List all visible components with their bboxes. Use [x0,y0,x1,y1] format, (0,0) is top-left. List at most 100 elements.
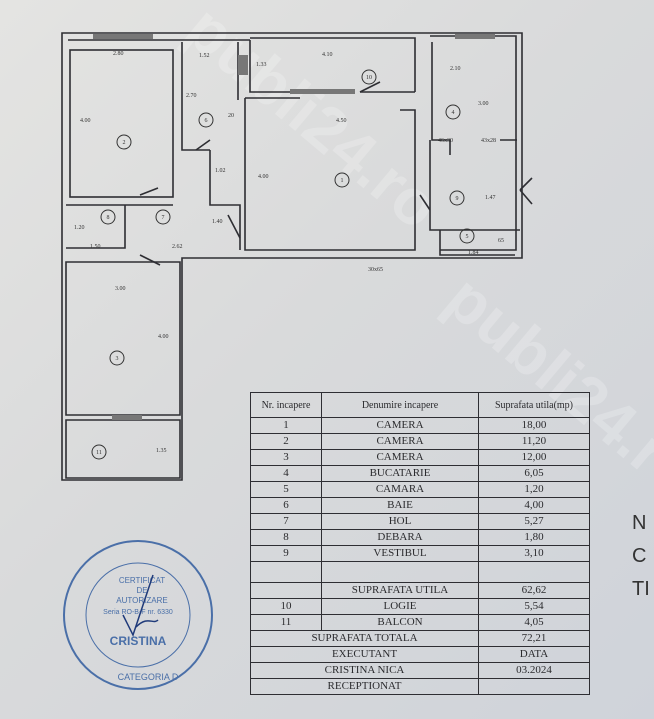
room-name: CAMERA [321,449,479,466]
room-area: 1,20 [478,481,590,498]
room-no: 2 [250,433,322,450]
room-no: 5 [250,481,322,498]
dimension: 1.52 [199,53,210,59]
room-area: 1,80 [478,529,590,546]
room-label: 9 [456,196,459,202]
dimension: 4.00 [158,334,169,340]
stamp-text: CATEGORIA D [118,672,179,682]
useful-area-value: 62,62 [478,582,590,599]
room-area: 11,20 [478,433,590,450]
side-text: C [632,545,647,567]
total-area-label: SUPRAFATA TOTALA [250,630,479,647]
stamp-text: AUTORIZARE [116,596,167,605]
side-text: TI [632,578,650,600]
stamp-text: DE [136,586,147,595]
date-value: 03.2024 [478,662,590,679]
stamp-text: CERTIFICAT [119,576,165,585]
dimension: 1.47 [485,195,496,201]
dimension: 1.35 [156,448,167,454]
room-no: 9 [250,545,322,562]
room-area: 18,00 [478,417,590,434]
room-name: CAMERA [321,433,479,450]
room-no: 1 [250,417,322,434]
room-name: BUCATARIE [321,465,479,482]
room-name: DEBARA [321,529,479,546]
room-label: 1 [341,178,344,184]
authorization-stamp: CERTIFICAT DE AUTORIZARE Seria RO-B-F nr… [63,540,213,690]
room-area: 12,00 [478,449,590,466]
room-name: VESTIBUL [321,545,479,562]
room-area: 5,27 [478,513,590,530]
room-no: 7 [250,513,322,530]
dimension: 43x28 [481,138,496,144]
header-room-no: Nr. incapere [250,392,322,418]
executant-label: EXECUTANT [250,646,479,663]
dimension: 2.80 [113,51,124,57]
empty-cell [250,582,322,599]
room-name: HOL [321,513,479,530]
room-label: 5 [466,234,469,240]
side-text: N [632,512,647,534]
room-label: 11 [96,450,102,456]
room-label: 6 [205,118,208,124]
room-label: 8 [107,215,110,221]
stamp-text: CRISTINA [110,634,167,648]
room-label: 10 [366,75,372,81]
room-label: 2 [123,140,126,146]
room-label: 3 [116,356,119,362]
received-label: RECEPTIONAT [250,678,479,695]
dimension: 4.50 [336,118,347,124]
dimension: 1.02 [215,168,226,174]
dimension: 1.40 [212,219,223,225]
dimension: 46x30 [438,138,453,144]
dimension: 2.70 [186,93,197,99]
empty-cell [321,561,479,583]
header-room-name: Denumire incapere [321,392,479,418]
dimension: 3.00 [478,101,489,107]
dimension: 1.20 [74,225,85,231]
empty-cell [478,561,590,583]
room-label: 7 [162,215,165,221]
room-name: LOGIE [321,598,479,615]
dimension: 4.10 [322,52,333,58]
total-area-value: 72,21 [478,630,590,647]
area-table: Nr. incapere Denumire incapere Suprafata… [250,392,590,695]
room-area: 4,05 [478,614,590,631]
room-area: 5,54 [478,598,590,615]
room-area: 3,10 [478,545,590,562]
room-no: 4 [250,465,322,482]
stamp-text: Seria RO-B-F nr. 6330 [103,609,173,616]
room-name: CAMARA [321,481,479,498]
dimension: 2.10 [450,66,461,72]
header-area: Suprafata utila(mp) [478,392,590,418]
dimension: 1.50 [90,244,101,250]
dimension: 2.62 [172,244,183,250]
useful-area-label: SUPRAFATA UTILA [321,582,479,599]
room-no: 10 [250,598,322,615]
room-label: 4 [452,110,455,116]
room-name: BAIE [321,497,479,514]
room-area: 4,00 [478,497,590,514]
dimension: 30x65 [368,267,383,273]
room-name: BALCON [321,614,479,631]
room-name: CAMERA [321,417,479,434]
dimension: 1.84 [468,250,479,256]
dimension: 4.00 [258,174,269,180]
dimension: 1.33 [256,62,267,68]
dimension: 3.00 [115,286,126,292]
room-no: 8 [250,529,322,546]
executant-name: CRISTINA NICA [250,662,479,679]
signature [122,574,159,637]
dimension: 65 [498,238,504,244]
empty-cell [250,561,322,583]
room-no: 11 [250,614,322,631]
dimension: 4.00 [80,118,91,124]
